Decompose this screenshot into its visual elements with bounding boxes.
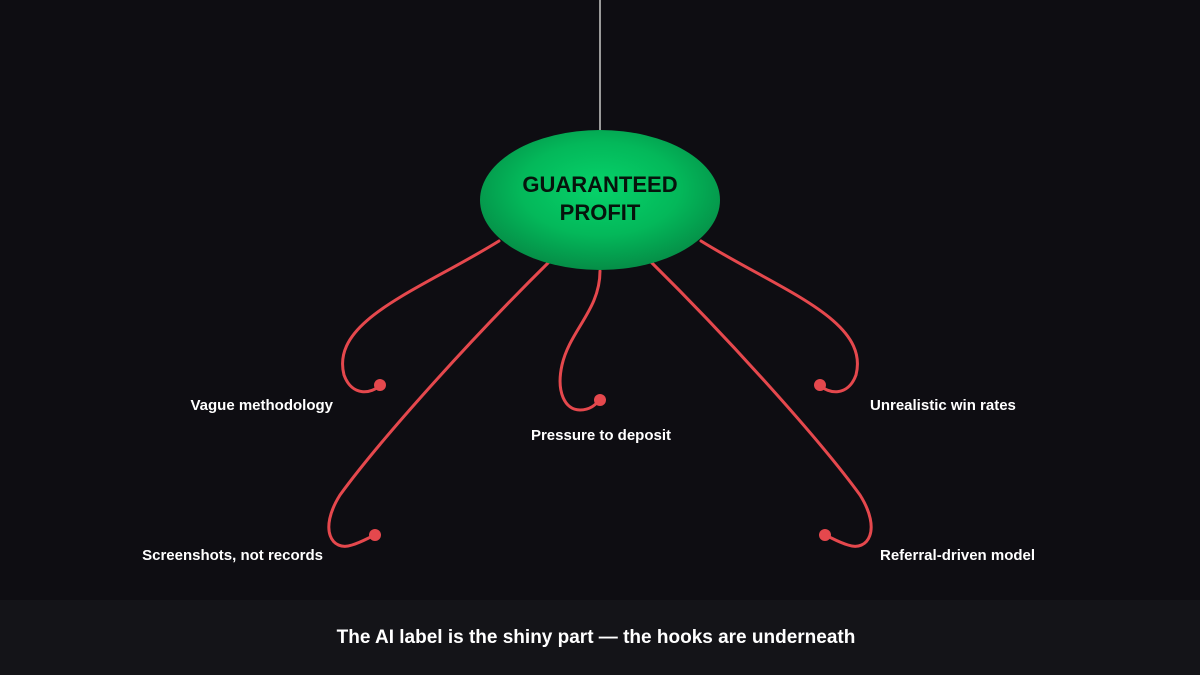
hook-point-unrealistic (814, 379, 826, 391)
lure-title-line-2: PROFIT (560, 200, 641, 225)
hook-label-pressure: Pressure to deposit (531, 427, 671, 444)
hook-line-unrealistic (699, 239, 859, 394)
hook-label-screenshots: Screenshots, not records (142, 547, 323, 564)
footer-bar: The AI label is the shiny part — the hoo… (0, 600, 1200, 675)
lure-ellipse (480, 130, 720, 270)
fishing-lure-diagram: GUARANTEED PROFIT Vague methodology Scre… (142, 0, 1035, 564)
hook-label-vague-methodology: Vague methodology (190, 397, 333, 414)
hook-point-vague-methodology (374, 379, 386, 391)
hook-label-unrealistic: Unrealistic win rates (870, 397, 1016, 414)
hook-point-referral (819, 529, 831, 541)
hook-point-pressure (594, 394, 606, 406)
hook-line-referral (649, 260, 873, 548)
hook-line-pressure (558, 269, 602, 412)
hook-label-referral: Referral-driven model (880, 547, 1035, 564)
hook-point-screenshots (369, 529, 381, 541)
footer-caption: The AI label is the shiny part — the hoo… (336, 626, 856, 648)
hook-line-screenshots (327, 260, 551, 548)
hook-line-vague-methodology (341, 239, 501, 394)
lure-title-line-1: GUARANTEED (522, 172, 677, 197)
